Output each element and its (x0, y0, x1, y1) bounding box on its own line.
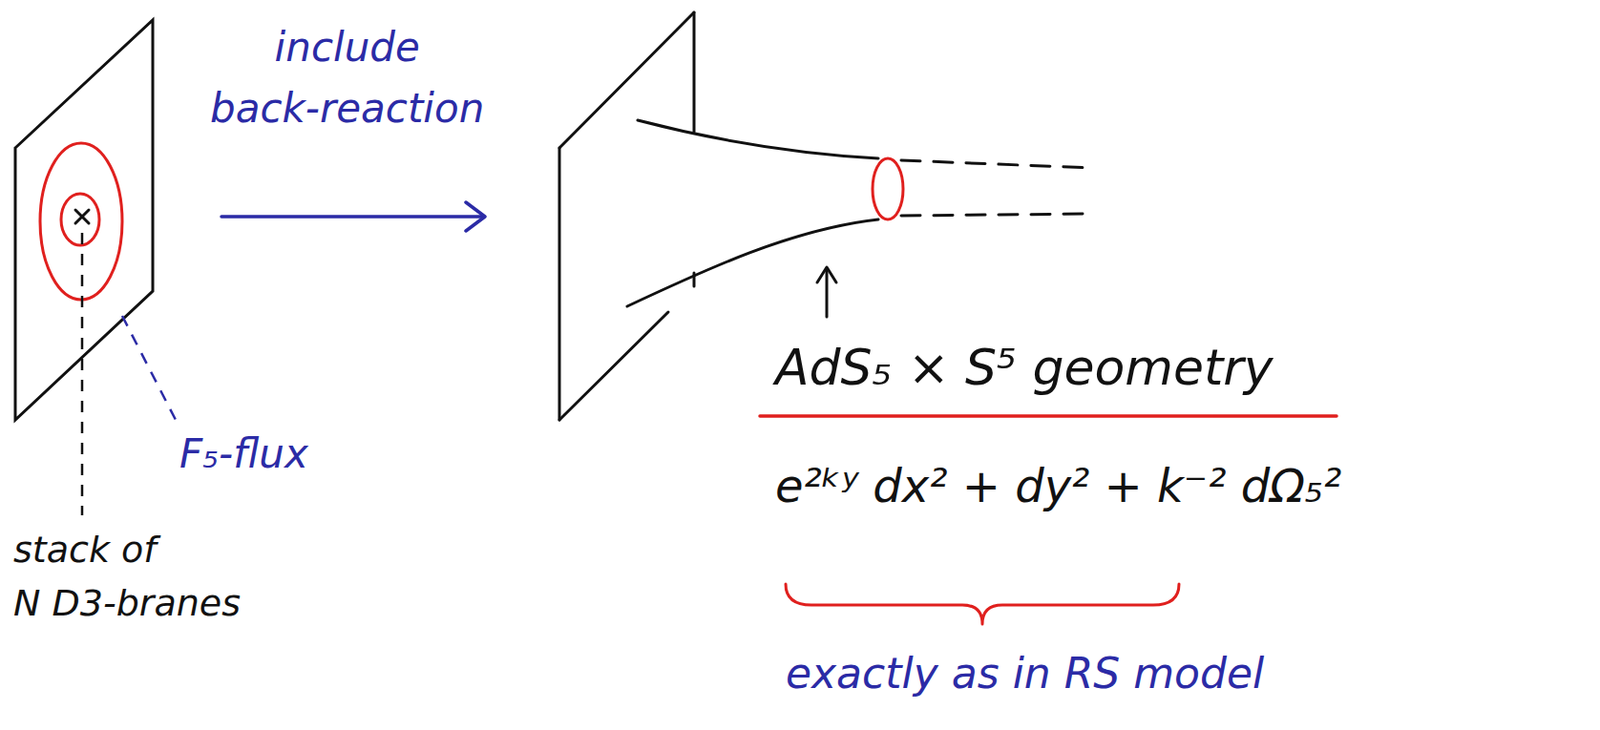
arrow-head (465, 202, 485, 232)
arrow-shaft (825, 269, 829, 317)
leader-line (122, 315, 176, 421)
arrow-head (817, 267, 837, 283)
cross-stroke (75, 210, 89, 224)
curly-brace (785, 584, 1179, 625)
brane-stack-label: stack of N D3-branes (13, 523, 241, 631)
pointer-arrow (817, 267, 837, 317)
inner-flux-circle (61, 193, 100, 246)
plane-edge (693, 12, 696, 132)
throat-continuation (901, 213, 1093, 216)
cross-stroke (75, 210, 89, 224)
plane-edge (559, 312, 669, 421)
throat-wall (637, 120, 879, 159)
flat-brane-plane (15, 20, 153, 421)
underline (759, 414, 1337, 419)
throat-wall (627, 219, 879, 307)
brane-position-mark (75, 210, 89, 224)
metric-formula: e²ᵏʸ dx² + dy² + k⁻² dΩ₅² (775, 454, 1342, 518)
throat-sphere (872, 158, 904, 220)
flux-label: F₅-flux (179, 427, 309, 482)
comparison-note: exactly as in RS model (785, 645, 1264, 703)
transition-arrow (221, 202, 485, 232)
geometry-title: AdS₅ × S⁵ geometry (775, 334, 1273, 401)
plane-edge (559, 12, 695, 148)
arrow-shaft (221, 214, 484, 219)
throat-continuation (901, 160, 1093, 169)
leader-line (81, 232, 85, 516)
plane-edge (558, 147, 562, 421)
plane-outline (15, 20, 153, 421)
transition-note: include back-reaction (210, 17, 485, 140)
